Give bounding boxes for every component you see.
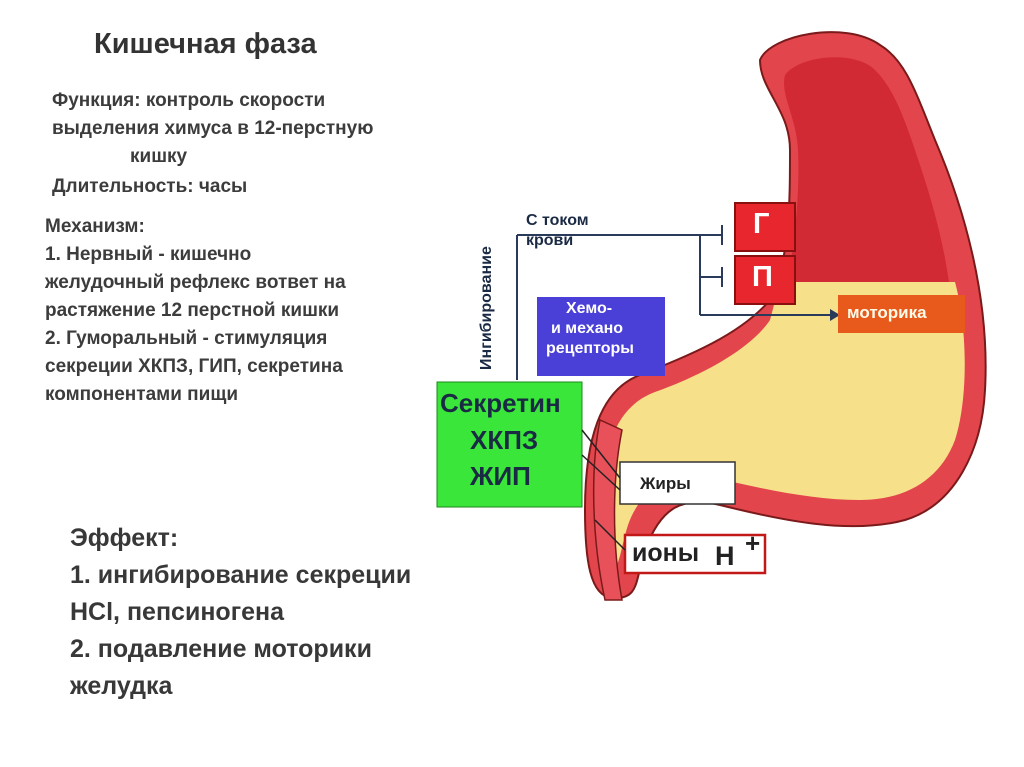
hormones-box	[436, 381, 583, 508]
effect-line-3: 2. подавление моторики	[70, 635, 372, 663]
receptors-line-3: рецепторы	[546, 340, 634, 357]
mechanism-line-3: растяжение 12 перстной кишки	[45, 300, 340, 321]
inhibition-label: Ингибирование	[478, 246, 495, 370]
ions-h-label: Н	[715, 541, 735, 571]
effect-line-1: 1. ингибирование секреции	[70, 561, 412, 589]
mechanism-line-1: 1. Нервный - кишечно	[45, 244, 252, 265]
p-box	[734, 255, 796, 305]
receptors-box	[537, 297, 665, 376]
hormone-secretin: Секретин	[440, 388, 561, 418]
ions-box	[623, 533, 767, 575]
hormone-hkpz: ХКПЗ	[470, 425, 539, 455]
page-title: Кишечная фаза	[94, 28, 317, 60]
g-label: Г	[753, 208, 770, 240]
connector-ions	[594, 519, 626, 551]
mechanism-heading: Механизм:	[45, 216, 145, 237]
receptors-line-2: и механо	[551, 320, 624, 337]
duration-line: Длительность: часы	[52, 176, 248, 197]
blood-label-2: крови	[526, 232, 574, 249]
receptors-line-1: Хемо-	[566, 300, 613, 317]
mechanism-line-2: желудочный рефлекс вответ на	[45, 272, 346, 293]
stomach-inner-upper	[784, 57, 950, 291]
ions-plus-label: +	[745, 528, 761, 558]
g-box	[734, 202, 796, 252]
mechanism-line-5: секреции ХКПЗ, ГИП, секретина	[45, 356, 343, 377]
effect-line-4: желудка	[70, 672, 173, 700]
motility-label: моторика	[847, 303, 927, 322]
connector-fats-2	[581, 454, 621, 491]
connector-fats-1	[581, 429, 621, 479]
ions-label: ионы	[632, 539, 700, 567]
blood-label-1: С током	[526, 212, 589, 229]
hormone-zhip: ЖИП	[470, 461, 531, 491]
effect-heading: Эффект:	[70, 524, 179, 552]
fats-box	[619, 461, 736, 505]
motility-box	[838, 295, 965, 333]
motility-arrowhead	[830, 309, 840, 321]
function-line-1: Функция: контроль скорости	[52, 90, 326, 111]
function-line-3: кишку	[130, 146, 188, 167]
duodenum-wall	[592, 418, 623, 601]
fats-label: Жиры	[640, 474, 691, 493]
stomach-chyme	[598, 282, 965, 576]
mechanism-line-6: компонентами пищи	[45, 384, 239, 405]
p-label: П	[752, 261, 773, 293]
mechanism-line-4: 2. Гуморальный - стимуляция	[45, 328, 328, 349]
function-line-2: выделения химуса в 12-перстную	[52, 118, 374, 139]
effect-line-2: HCl, пепсиногена	[70, 598, 285, 626]
